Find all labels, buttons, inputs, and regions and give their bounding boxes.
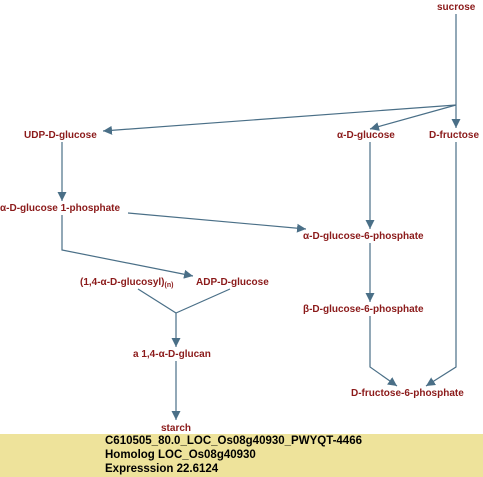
- node-alpha-glucose-1-phosphate[interactable]: α-D-glucose 1-phosphate: [0, 203, 121, 214]
- glucosyl-n-subscript: (n): [164, 282, 174, 289]
- edge-adp-glucose-merge: [175, 288, 231, 314]
- info-expression-line: Expresssion 22.6124: [105, 463, 219, 475]
- pathway-diagram: [57, 14, 461, 420]
- edge-g1p-g6p: [127, 212, 307, 233]
- node-fructose[interactable]: D-fructose: [429, 130, 480, 141]
- edge-beta-g6p-f6p: [369, 316, 398, 387]
- node-alpha-glucose[interactable]: α-D-glucose: [337, 130, 395, 141]
- node-glucan[interactable]: a 1,4-α-D-glucan: [133, 349, 211, 360]
- info-id-line: C610505_80.0_LOC_Os08g40930_PWYQT-4466: [105, 435, 362, 447]
- info-panel: C610505_80.0_LOC_Os08g40930_PWYQT-4466 H…: [0, 434, 483, 477]
- info-homolog-line: Homolog LOC_Os08g40930: [105, 449, 256, 461]
- edge-sucrose-alpha-glucose: [369, 104, 457, 131]
- edge-g1p-adp-glucose: [61, 215, 194, 279]
- node-fructose-6-phosphate[interactable]: D-fructose-6-phosphate: [351, 388, 464, 399]
- node-glucosyl-n[interactable]: (1,4-α-D-glucosyl)(n): [80, 277, 173, 292]
- node-beta-glucose-6-phosphate[interactable]: β-D-glucose-6-phosphate: [303, 304, 424, 315]
- edge-fructose-f6p: [425, 142, 457, 387]
- glucosyl-n-main: (1,4-α-D-glucosyl): [80, 277, 165, 288]
- node-starch[interactable]: starch: [161, 423, 192, 434]
- edge-glucosyl-merge: [137, 288, 177, 314]
- node-alpha-glucose-6-phosphate[interactable]: α-D-glucose-6-phosphate: [303, 231, 424, 242]
- edge-sucrose-udp-glucose: [102, 104, 457, 135]
- node-sucrose[interactable]: sucrose: [437, 2, 476, 13]
- node-adp-glucose[interactable]: ADP-D-glucose: [196, 277, 269, 288]
- node-udp-glucose[interactable]: UDP-D-glucose: [24, 130, 97, 141]
